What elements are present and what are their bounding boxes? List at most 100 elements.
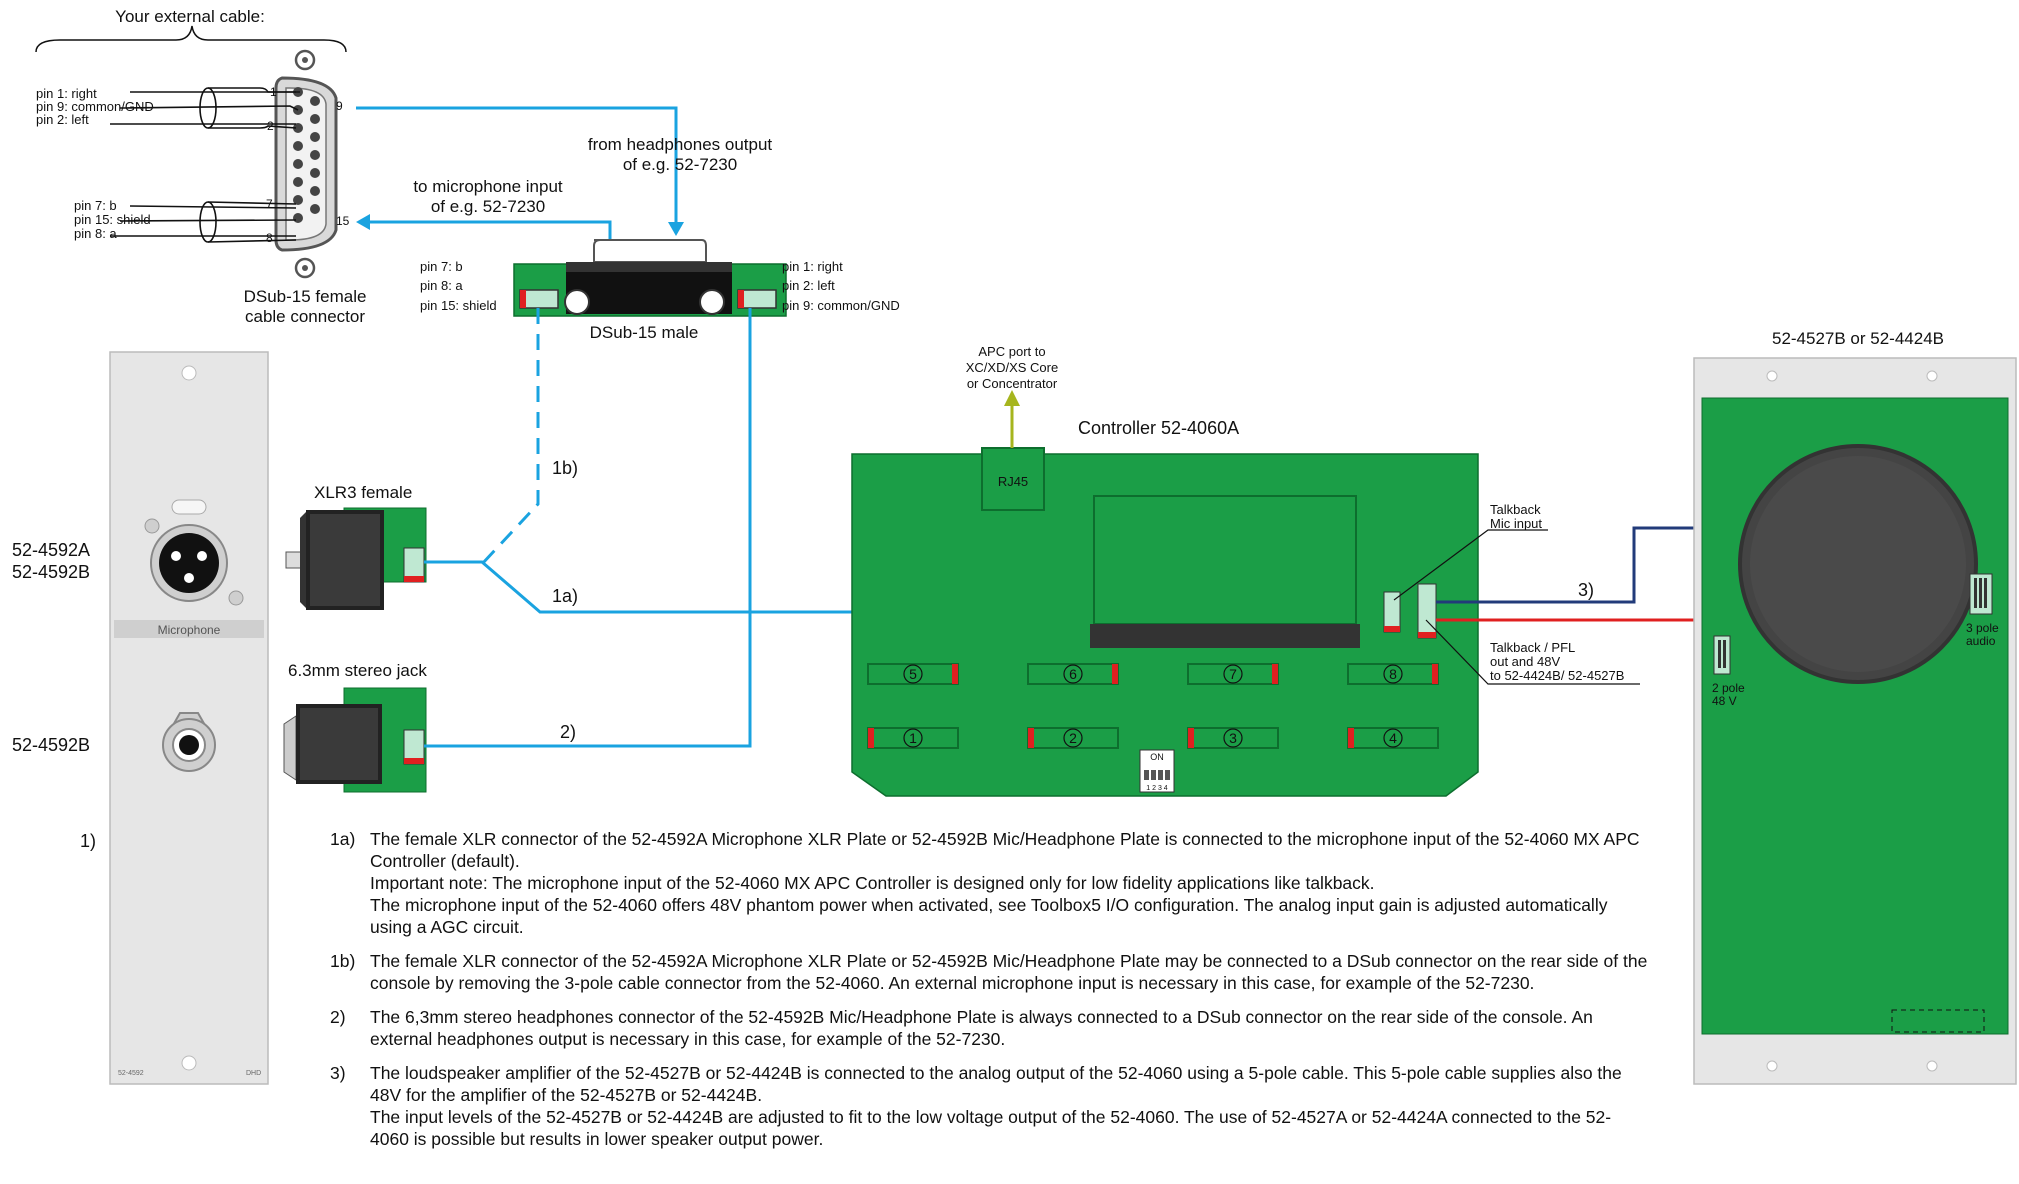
note-text: The 6,3mm stereo headphones connector of… [370, 1007, 1593, 1049]
dsub-male-pin-label: pin 8: a [420, 278, 463, 293]
to-microphone-label: of e.g. 52-7230 [431, 197, 545, 216]
notes-section: 1a)The female XLR connector of the 52-45… [330, 828, 1650, 1162]
note-text: The microphone input of the 52-4060 offe… [370, 895, 1608, 937]
pin-number: 1 [270, 85, 277, 99]
controller-port-number: 5 [909, 666, 917, 682]
apc-arrow [1004, 390, 1020, 448]
note-number: 1b) [330, 951, 356, 971]
dip-numbers-label: 1 2 3 4 [1146, 785, 1168, 792]
cable-wires-bottom [110, 201, 297, 243]
dsub-male-pin-label: pin 9: common/GND [782, 298, 900, 313]
external-cable-header: Your external cable: [115, 7, 265, 26]
controller-board [851, 447, 1479, 797]
panel-model-label: 52-4592B [12, 562, 90, 582]
pin-number: 9 [336, 99, 343, 113]
pin-number: 7 [266, 197, 273, 211]
controller-title: Controller 52-4060A [1078, 418, 1239, 438]
pin-label: pin 7: b [74, 198, 117, 213]
note-number: 3) [330, 1063, 346, 1083]
xlr-socket-icon [144, 499, 244, 606]
talkback-pfl-label: to 52-4424B/ 52-4527B [1490, 668, 1624, 683]
pin-label: pin 8: a [74, 226, 117, 241]
dsub-female-caption: cable connector [245, 307, 365, 326]
pin-label: pin 1: right [36, 86, 97, 101]
controller-port-number: 2 [1069, 730, 1077, 746]
talkback-pfl-callout [1425, 619, 1640, 685]
dsub-male-caption: DSub-15 male [590, 323, 699, 342]
dsub-female-connector: Your external cable: [35, 7, 367, 326]
jack-label: 6.3mm stereo jack [288, 661, 427, 680]
pin-label: pin 9: common/GND [36, 99, 154, 114]
dip-on-label: ON [1150, 752, 1164, 762]
panel-model-label: 52-4592B [12, 735, 90, 755]
cable-brace [35, 25, 347, 53]
controller-port-number: 8 [1389, 666, 1397, 682]
wire-3-power [1436, 618, 1724, 636]
xlr-label: XLR3 female [314, 483, 412, 502]
jack-socket-icon [162, 712, 216, 772]
pin-number: 15 [336, 214, 350, 228]
talkback-mic-label: Talkback [1490, 502, 1541, 517]
to-microphone-label: to microphone input [413, 177, 563, 196]
line-label-2: 2) [560, 722, 576, 742]
panel-model-label: 52-4592A [12, 540, 90, 560]
line-label-3: 3) [1578, 580, 1594, 600]
from-headphones-label: of e.g. 52-7230 [623, 155, 737, 174]
talkback-pfl-label: out and 48V [1490, 654, 1560, 669]
note-item: 3)The loudspeaker amplifier of the 52-45… [330, 1062, 1650, 1150]
line-label-1b: 1b) [552, 458, 578, 478]
dsub-male-pin-label: pin 1: right [782, 259, 843, 274]
three-pole-label: audio [1966, 634, 1996, 648]
jack-connector [283, 687, 427, 793]
controller-port-number: 1 [909, 730, 917, 746]
dsub-male-board [513, 239, 787, 317]
apc-label: XC/XD/XS Core [966, 360, 1058, 375]
controller-port: 1 [867, 727, 959, 749]
note-text: The female XLR connector of the 52-4592A… [370, 829, 1640, 871]
cable-wires-top [110, 87, 300, 129]
microphone-strip [114, 620, 264, 638]
panel-footer-left: 52-4592 [118, 1070, 144, 1077]
strip-label: Microphone [158, 623, 221, 637]
three-pole-connector [1969, 573, 1993, 615]
note-number: 2) [330, 1007, 346, 1027]
wire-2 [424, 308, 752, 748]
controller-port-number: 7 [1229, 666, 1237, 682]
speaker-panel [1693, 357, 2017, 1085]
controller-port: 3 [1187, 727, 1279, 749]
two-pole-label: 48 V [1712, 694, 1737, 708]
controller-port: 2 [1027, 727, 1119, 749]
microphone-arrow [356, 214, 612, 240]
note-item: 1a)The female XLR connector of the 52-45… [330, 828, 1650, 938]
controller-port-number: 6 [1069, 666, 1077, 682]
controller-port-number: 3 [1229, 730, 1237, 746]
rj45-label: RJ45 [998, 474, 1028, 489]
display-area [1093, 495, 1357, 625]
pin-label: pin 2: left [36, 112, 89, 127]
from-headphones-label: from headphones output [588, 135, 773, 154]
controller-ports: 5 6 7 8 1 2 3 4 [867, 663, 1439, 749]
two-pole-connector [1713, 635, 1731, 675]
panel-note-label: 1) [80, 831, 96, 851]
mic-plate-panel [109, 351, 269, 1085]
dsub-pins [293, 87, 320, 223]
note-item: 2) The 6,3mm stereo headphones connector … [330, 1006, 1650, 1050]
dsub-male-pin-label: pin 15: shield [420, 298, 497, 313]
controller-port: 5 [867, 663, 959, 685]
apc-label: or Concentrator [967, 376, 1058, 391]
dsub-female-caption: DSub-15 female [244, 287, 367, 306]
controller-port: 4 [1347, 727, 1439, 749]
pin-label: pin 15: shield [74, 212, 151, 227]
talkback-mic-callout [1393, 529, 1548, 601]
note-text: The input levels of the 52-4527B or 52-4… [370, 1107, 1612, 1149]
pin-number: 2 [267, 119, 274, 133]
speaker-title: 52-4527B or 52-4424B [1772, 329, 1944, 348]
talkback-pfl-connector [1417, 583, 1437, 639]
note-text: Important note: The microphone input of … [370, 873, 1375, 893]
controller-port: 7 [1187, 663, 1279, 685]
controller-port-number: 4 [1389, 730, 1397, 746]
xlr-connector [285, 507, 427, 610]
apc-label: APC port to [978, 344, 1045, 359]
dsub-male-pin-label: pin 7: b [420, 259, 463, 274]
two-pole-label: 2 pole [1712, 681, 1745, 695]
